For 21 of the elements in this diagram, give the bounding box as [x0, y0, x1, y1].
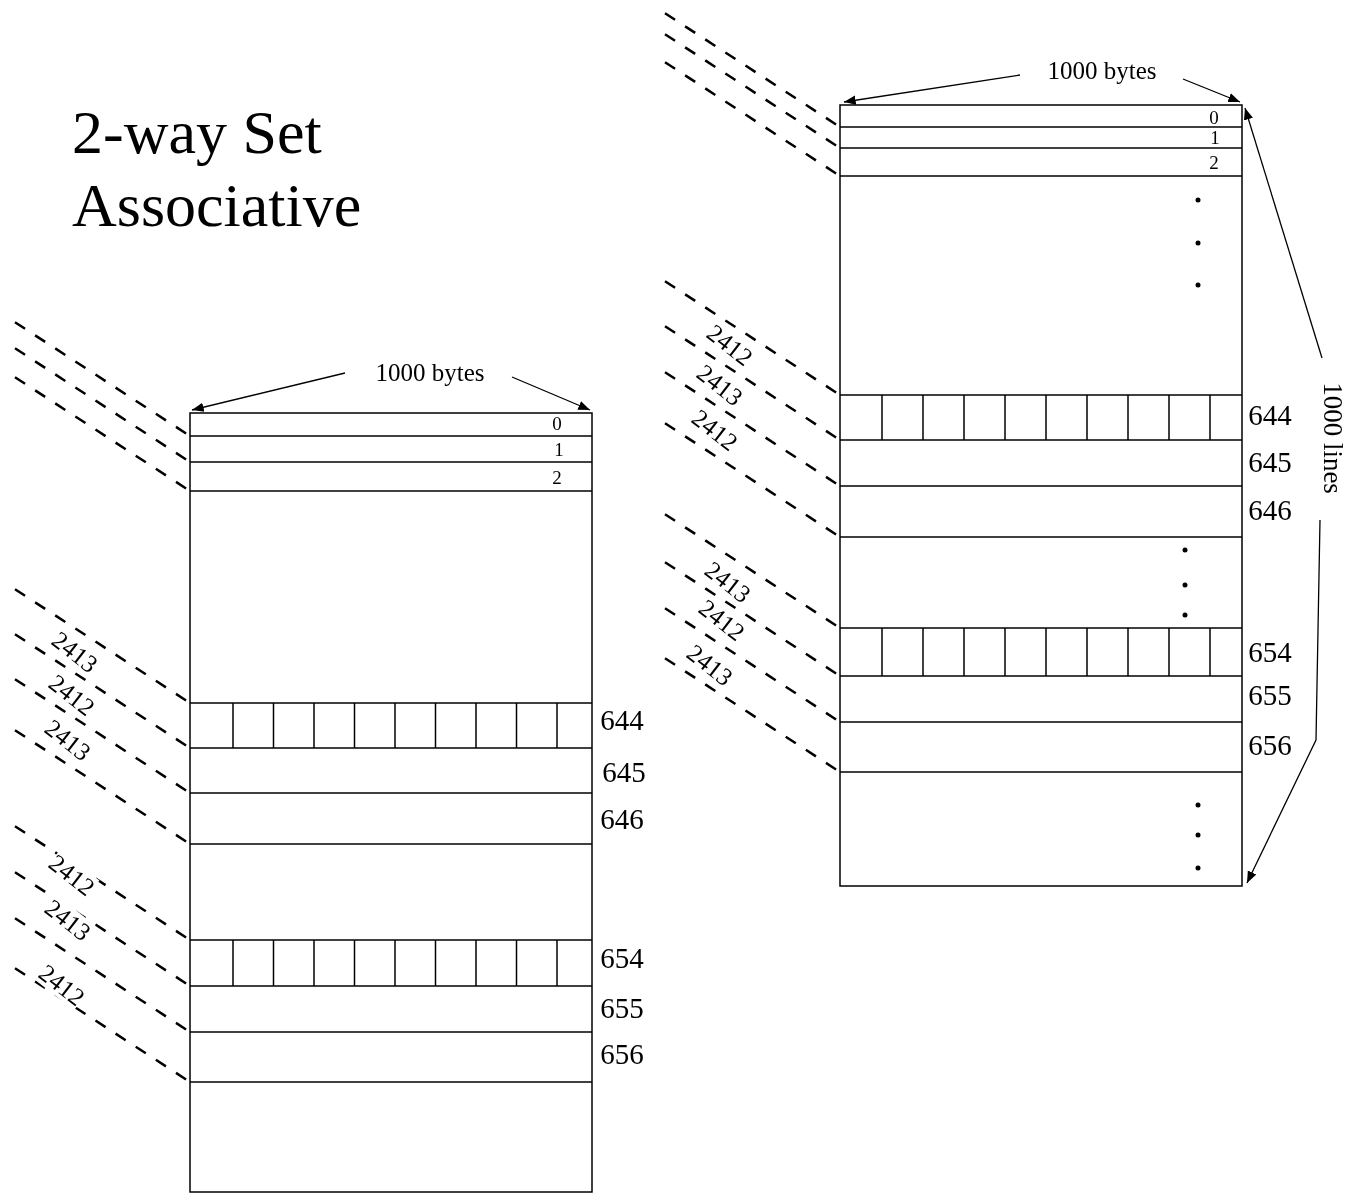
row-number: 654	[1248, 637, 1292, 667]
row-number: 656	[1248, 730, 1292, 760]
row-number: 646	[600, 804, 644, 834]
dimension-label: 1000 bytes	[1047, 57, 1157, 83]
dimension-label: 1000 bytes	[375, 359, 485, 385]
row-index: 2	[552, 467, 562, 487]
row-number: 655	[600, 993, 644, 1023]
row-index: 1	[1210, 127, 1220, 147]
row-index: 2	[1209, 152, 1219, 172]
row-number: 655	[1248, 680, 1292, 710]
title-text: 2-way Set Associative	[72, 97, 363, 241]
row-number: 644	[1248, 400, 1292, 430]
row-number: 645	[602, 757, 646, 787]
row-number: 645	[1248, 447, 1292, 477]
row-number: 656	[600, 1039, 644, 1069]
row-index: 0	[552, 413, 562, 433]
row-number: 644	[600, 705, 644, 735]
row-index: 1	[554, 439, 564, 459]
row-number: 646	[1248, 495, 1292, 525]
row-index: 0	[1209, 107, 1219, 127]
row-number: 654	[600, 943, 644, 973]
